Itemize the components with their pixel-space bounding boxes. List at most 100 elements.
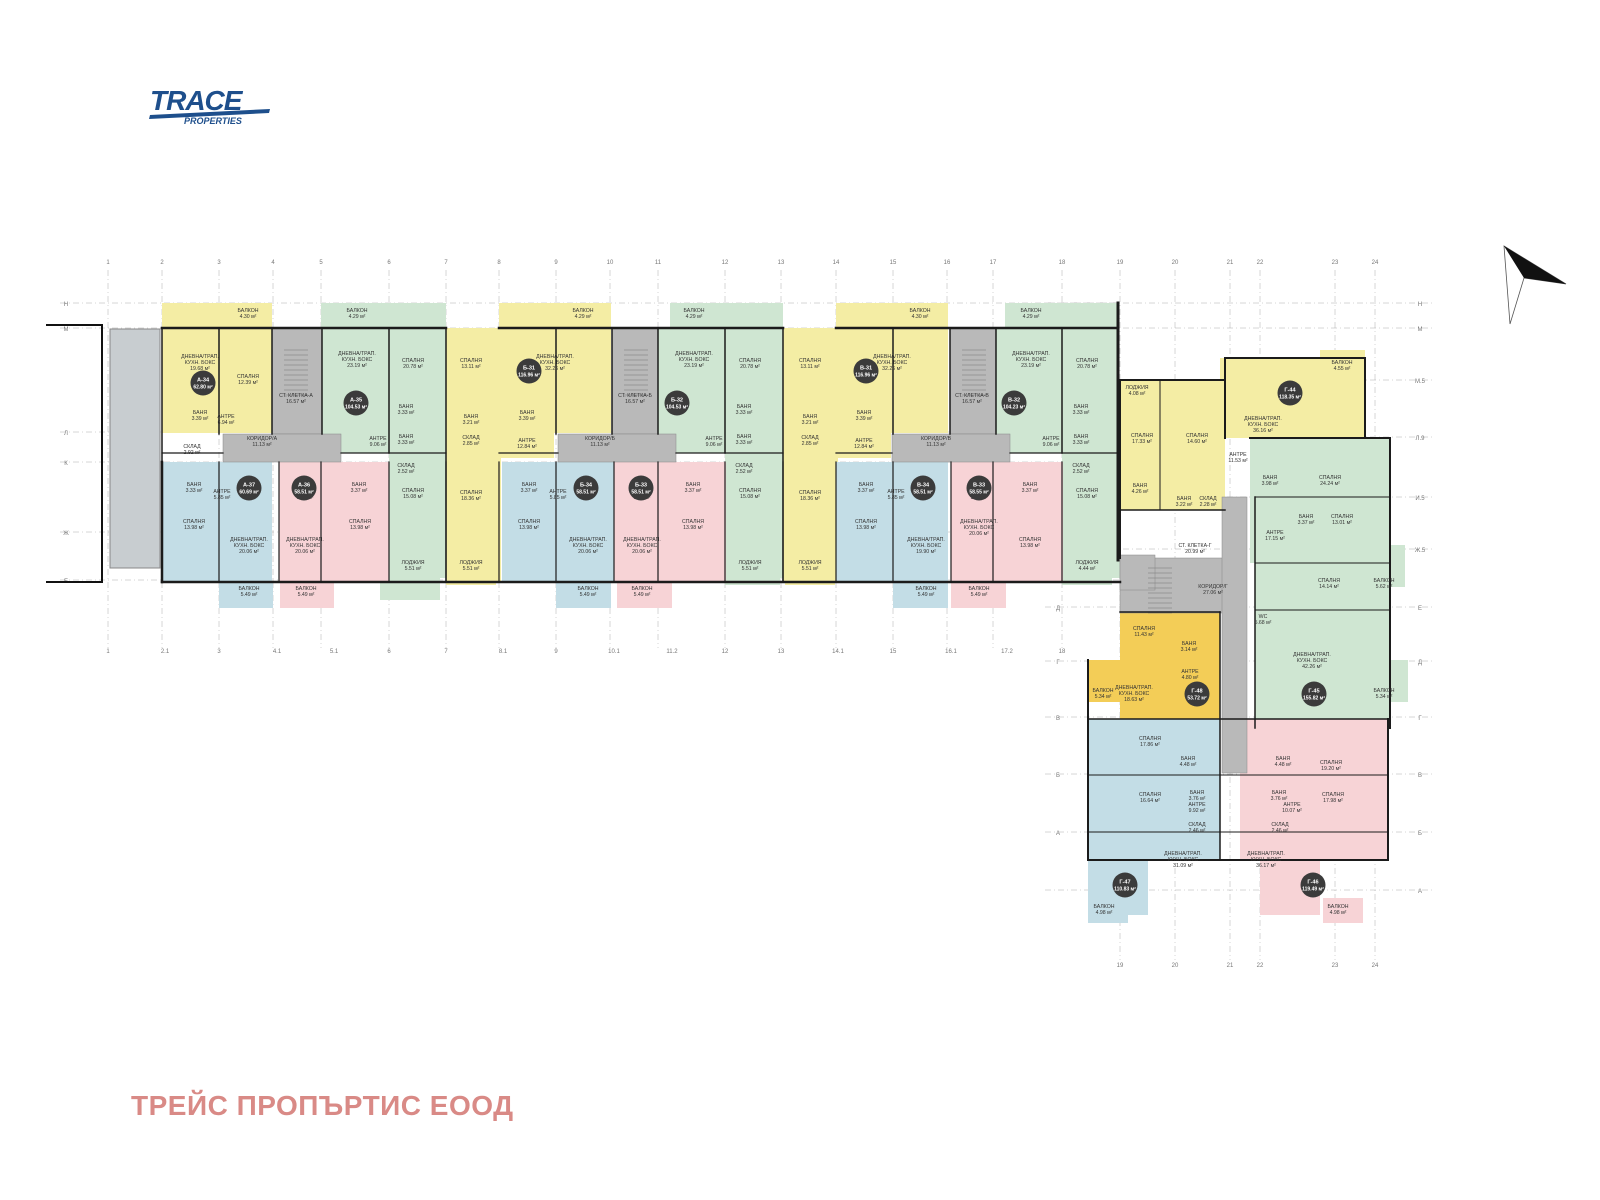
room-name: БАНЯ [399, 434, 413, 440]
room-name: БАНЯ [1074, 404, 1088, 410]
unit-id: А-37 [243, 483, 255, 489]
axis-label: 15 [890, 260, 897, 266]
room-name: БАНЯ [193, 410, 207, 416]
room-name: АНТРЕ [887, 489, 905, 495]
room-name: СКЛАД [462, 435, 480, 441]
room-area: 20.06 м² [295, 549, 315, 555]
axis-label: 5 [319, 260, 323, 266]
room-name: ДНЕВНА/ТРАП. [1115, 685, 1153, 691]
room-name: БАЛКОН [238, 586, 259, 592]
unit-id: Г-45 [1308, 689, 1319, 695]
room-name: БАНЯ [859, 482, 873, 488]
axis-label: А [1418, 889, 1422, 895]
room-area: 3.33 м² [398, 440, 415, 446]
room-area: 31.09 м² [1173, 863, 1193, 869]
apartment-zone [658, 328, 783, 453]
room-name: СПАЛНЯ [1131, 433, 1153, 439]
room-area: 4.29 м² [575, 314, 592, 320]
room-name: БАЛКОН [346, 308, 367, 314]
room-name: АНТРЕ [1181, 669, 1199, 675]
axis-label: Л [64, 431, 68, 437]
axis-label: 17.2 [1001, 649, 1013, 655]
room-area: 5.51 м² [742, 566, 759, 572]
unit-id: Б-33 [635, 483, 647, 489]
axis-label: Б [1056, 773, 1060, 779]
logo-graphic: TRACE PROPERTIES [149, 85, 270, 126]
axis-label: 11.2 [666, 649, 678, 655]
axis-label: 13 [778, 649, 785, 655]
room-area: 3.37 м² [685, 488, 702, 494]
axis-label: 3 [217, 649, 221, 655]
axis-label: 20 [1172, 260, 1179, 266]
room-name: СПАЛНЯ [799, 490, 821, 496]
room-name: СПАЛНЯ [460, 490, 482, 496]
room-area: 4.48 м² [1275, 762, 1292, 768]
room-name: КУХН. БОКС [964, 525, 995, 531]
unit-id: Г-46 [1307, 880, 1318, 886]
axis-label: Б [1418, 831, 1422, 837]
axis-label: 17 [990, 260, 997, 266]
room-name: ДНЕВНА/ТРАП. [569, 537, 607, 543]
unit-area: 58.51 м² [576, 490, 596, 496]
axis-label: 20 [1172, 963, 1179, 969]
room-name: ДНЕВНА/ТРАП. [907, 537, 945, 543]
unit-badge-circle [1277, 380, 1303, 406]
room-name: БАНЯ [522, 482, 536, 488]
unit-id: Б-34 [580, 483, 593, 489]
axis-label: М [1418, 327, 1423, 333]
room-area: 14.60 м² [1187, 439, 1207, 445]
circulation-core [557, 433, 677, 463]
room-name: КУХН. БОКС [1016, 357, 1047, 363]
room-name: КУХН. БОКС [1168, 857, 1199, 863]
room-name: WC [1259, 614, 1268, 620]
room-name: БАЛКОН [295, 586, 316, 592]
room-area: 15.08 м² [1077, 494, 1097, 500]
room-area: 5.34 м² [1095, 694, 1112, 700]
room-name: АНТРЕ [213, 489, 231, 495]
axis-label: 12 [722, 260, 729, 266]
room-area: 4.29 м² [686, 314, 703, 320]
room-name: БАЛКОН [1331, 360, 1352, 366]
unit-badge-circle [1112, 872, 1138, 898]
room-name: КУХН. БОКС [573, 543, 604, 549]
room-name: АНТРЕ [705, 436, 723, 442]
room-area: 4.48 м² [1180, 762, 1197, 768]
room-area: 16.64 м² [1140, 798, 1160, 804]
room-area: 23.19 м² [684, 363, 704, 369]
axis-label: 12 [722, 649, 729, 655]
axis-label: Н [1418, 302, 1422, 308]
room-area: 11.43 м² [1134, 632, 1154, 638]
room-area: 3.33 м² [398, 410, 415, 416]
apartment-zone [836, 433, 891, 458]
room-area: 13.98 м² [856, 525, 876, 531]
apartment-zone [556, 582, 611, 608]
room-area: 10.07 м² [1282, 808, 1302, 814]
